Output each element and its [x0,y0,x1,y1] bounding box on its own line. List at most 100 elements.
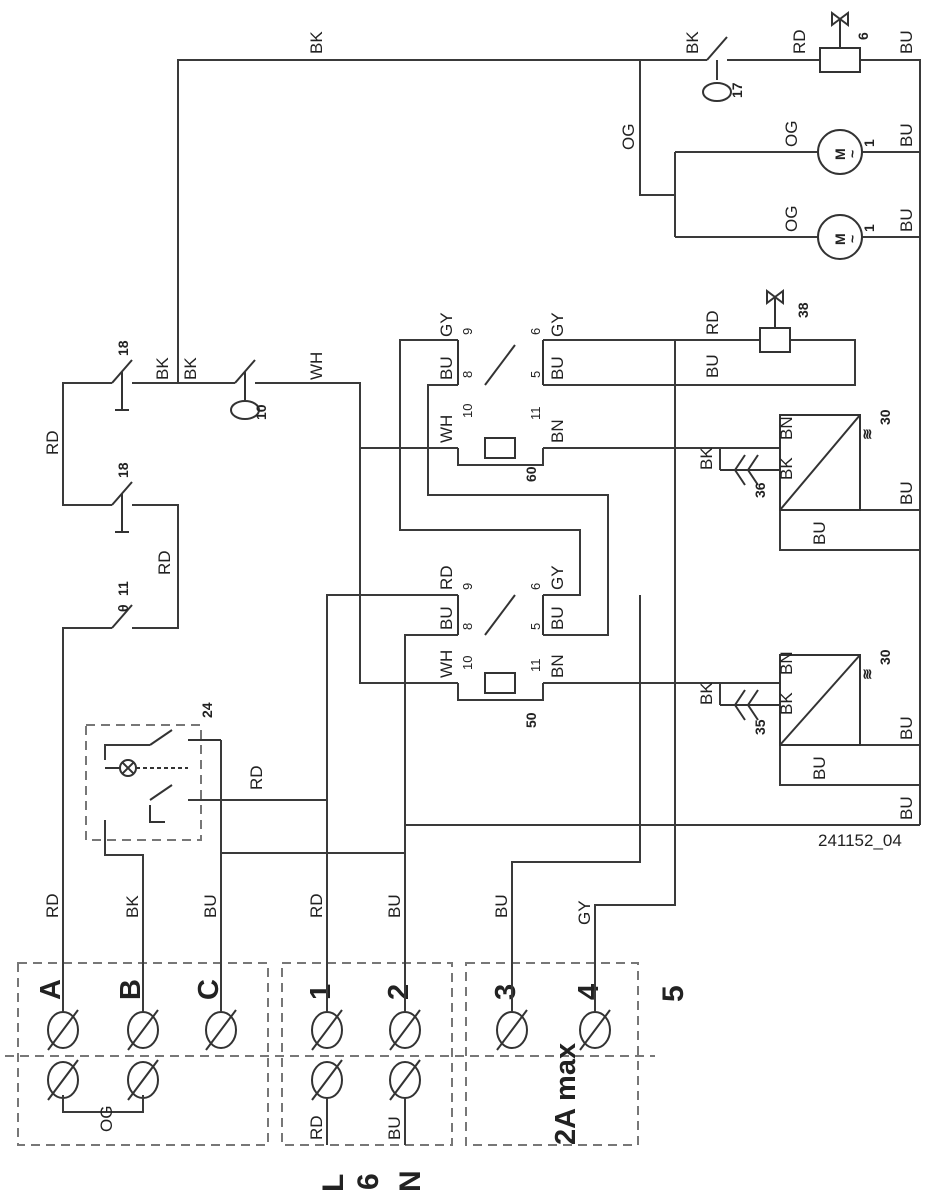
motor-2-ac: ~ [844,235,860,243]
relay1-pin11: 11 [528,407,543,421]
relay1-pin6: 6 [528,328,543,335]
neutral-N-label: N [394,1170,427,1192]
wire-label-30b-bu2: BU [810,756,829,780]
max-rating-label: 2A max [550,1043,582,1145]
terminal-1-label: 1 [305,984,337,1000]
comp-30-lower: 30 [877,649,893,665]
relay1-bu-right: BU [548,356,567,380]
comp-18-lower: 18 [115,462,131,478]
comp-theta: θ [115,604,131,612]
terminal-C-label: C [193,979,225,1000]
heat-symbol-1: ≋ [859,428,875,440]
terminal-2-label: 2 [383,984,415,1000]
wire-label-30a-bk: BK [777,457,796,480]
relay2-wh-left: WH [437,650,456,678]
wire-label-1-rd: RD [307,893,326,918]
terminal-3-label: 3 [490,984,522,1000]
wire-label-6-bu: BU [897,30,916,54]
wire-label-30a-bu2: BU [810,521,829,545]
wire-label-30a-bn: BN [777,416,796,440]
relay1-bn-right: BN [548,419,567,443]
component-24-internals [105,729,221,823]
comp-30-upper: 30 [877,409,893,425]
wire-label-38-rd: RD [703,310,722,335]
comp-60: 60 [523,466,539,482]
wire-label-30b-bk: BK [777,692,796,715]
comp-35: 35 [752,719,768,735]
wire-label-36-bk: BK [697,447,716,470]
motor-1-ac: ~ [844,150,860,158]
og-jumper-label: OG [97,1106,116,1132]
wire-label-m2-og: OG [782,206,801,232]
block-6-label: 6 [352,1173,385,1190]
comp-38: 38 [795,302,811,318]
wire-label-11-rd: RD [155,550,174,575]
wire-label-18-bk1: BK [153,357,172,380]
relay2-bu-right: BU [548,606,567,630]
block-5-label: 5 [657,985,690,1002]
terminal-block-6 [281,962,453,1146]
wire-label-24-rd: RD [247,765,266,790]
relay2-rd-left: RD [437,565,456,590]
wire-label-top-bk: BK [307,31,326,54]
motor-2-m: M [832,233,848,245]
comp-50: 50 [523,712,539,728]
wire-label-4-gy: GY [575,900,594,925]
wire-label-35-bk: BK [697,682,716,705]
wire-label-18-bk2: BK [181,357,200,380]
wire-label-m1-bu: BU [897,123,916,147]
wire-label-m2-bu: BU [897,208,916,232]
relay2-pin8: 8 [460,623,475,630]
relay1-wh-left: WH [437,415,456,443]
relay1-pin8: 8 [460,371,475,378]
motor-1-m: M [832,148,848,160]
relay1-bu-left: BU [437,356,456,380]
terminal-internal-wires [62,1095,406,1145]
wire-label-b-bk: BK [123,895,142,918]
comp-10: 10 [253,404,269,420]
wire-label-38-bu: BU [703,354,722,378]
relay1-pin10: 10 [460,404,475,418]
wire-label-og-main: OG [619,124,638,150]
terminal-4-label: 4 [573,984,605,1000]
heat-symbol-2: ≋ [859,668,875,680]
comp-1-lower: 1 [861,224,877,232]
relay2-pin11: 11 [528,659,543,673]
wire-color-labels: RD BK BU RD BU BU GY RD RD RD BK BK WH B… [43,29,916,925]
wire-label-30b-bu: BU [897,716,916,740]
comp-36: 36 [752,482,768,498]
wire-label-right-bu: BU [897,796,916,820]
drawing-id: 241152_04 [818,831,902,850]
line-L-label: L [317,1174,350,1192]
relay2-bn-right: BN [548,654,567,678]
wire-label-30a-bu: BU [897,481,916,505]
relay1-gy-right: GY [548,312,567,337]
terminal-A-label: A [35,979,67,1000]
comp-24: 24 [199,702,215,718]
comp-18-upper: 18 [115,340,131,356]
component-24-box [85,724,202,841]
comp-11: 11 [115,581,131,596]
wire-label-10-wh: WH [307,352,326,380]
relay1-gy-left: GY [437,312,456,337]
bu-n-label: BU [385,1116,404,1140]
relay2-gy-right: GY [548,565,567,590]
relay2-pin10: 10 [460,656,475,670]
wire-label-c-bu: BU [201,894,220,918]
contact-symbols [111,11,863,746]
relay2-pin9: 9 [460,583,475,590]
wires [62,59,921,1012]
wire-label-m1-og: OG [782,121,801,147]
rd-l-label: RD [307,1115,326,1140]
wire-label-17-bk: BK [683,31,702,54]
wire-label-3-bu: BU [492,894,511,918]
wire-label-a-rd: RD [43,893,62,918]
wire-label-top-rd: RD [43,430,62,455]
relay-labels: GY BU WH GY BU BN 9 8 10 6 5 11 RD BU WH… [437,312,567,678]
relay2-pin5: 5 [528,623,543,630]
wire-label-30b-bn: BN [777,651,796,675]
comp-6: 6 [855,32,871,40]
comp-1-upper: 1 [861,139,877,147]
comp-17: 17 [729,82,745,98]
